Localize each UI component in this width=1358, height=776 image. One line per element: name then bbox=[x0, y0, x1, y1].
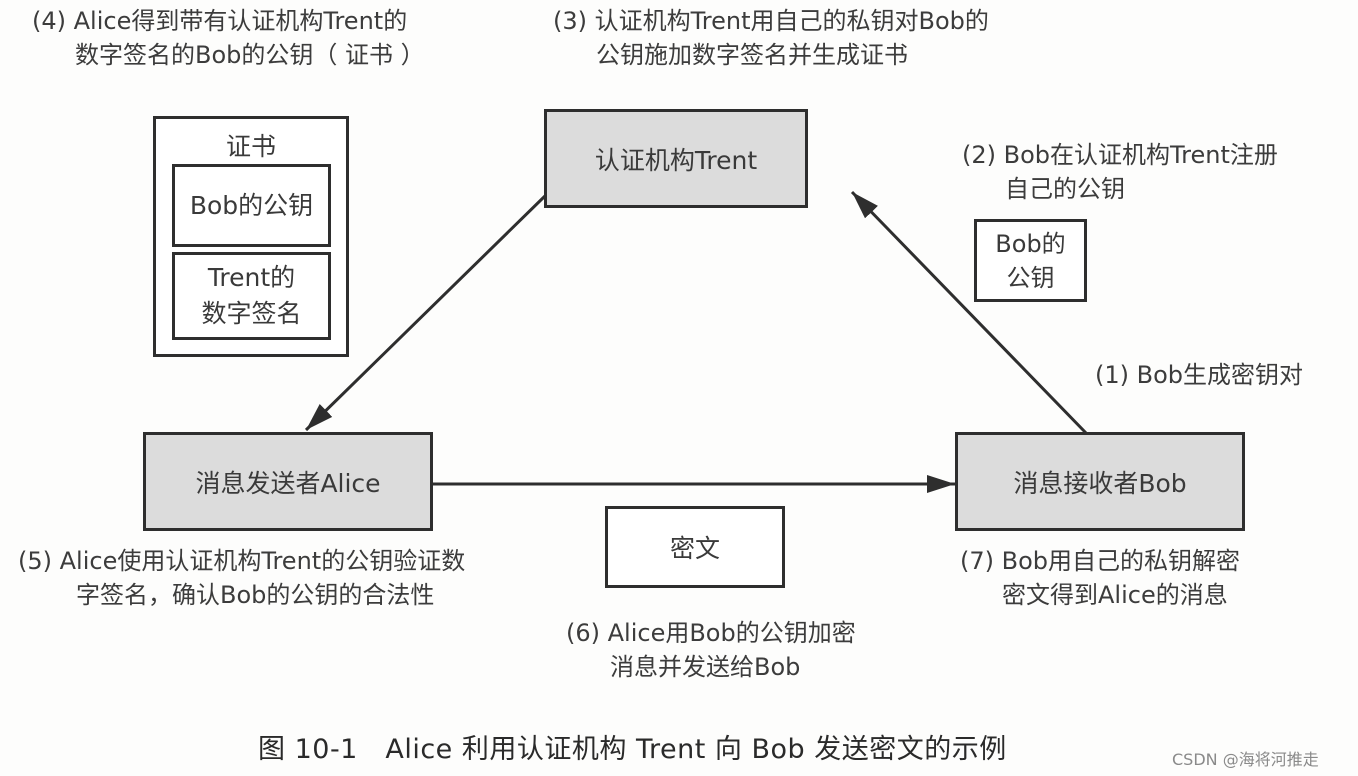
step-1-label: (1) Bob生成密钥对 bbox=[1095, 358, 1303, 392]
step-5-line2: 字签名，确认Bob的公钥的合法性 bbox=[76, 581, 435, 609]
step-2-line2: 自己的公钥 bbox=[1005, 175, 1125, 203]
certificate-public-key: Bob的公钥 bbox=[172, 164, 331, 247]
certificate-signature-line2: 数字签名 bbox=[201, 299, 302, 328]
ciphertext-box: 密文 bbox=[605, 506, 785, 588]
node-bob: 消息接收者Bob bbox=[955, 432, 1245, 531]
step-5-line1: (5) Alice使用认证机构Trent的公钥验证数 bbox=[18, 547, 466, 575]
bob-public-key-line2: 公钥 bbox=[1006, 263, 1055, 292]
bob-public-key-box: Bob的 公钥 bbox=[974, 219, 1087, 302]
arrow-trent-to-alice bbox=[304, 193, 548, 432]
step-4-label: (4) Alice得到带有认证机构Trent的 数字签名的Bob的公钥（ 证书 … bbox=[32, 4, 425, 72]
step-2-label: (2) Bob在认证机构Trent注册 自己的公钥 bbox=[962, 138, 1278, 206]
step-6-line2: 消息并发送给Bob bbox=[610, 653, 801, 681]
certificate-title: 证书 bbox=[225, 132, 276, 161]
certificate-signature-line1: Trent的 bbox=[207, 263, 296, 292]
arrow-bob-to-trent bbox=[850, 190, 1088, 435]
watermark: CSDN @海将河推走 bbox=[1172, 750, 1319, 769]
step-3-line1: (3) 认证机构Trent用自己的私钥对Bob的 bbox=[553, 7, 989, 35]
ciphertext-label: 密文 bbox=[669, 534, 720, 563]
node-alice: 消息发送者Alice bbox=[143, 432, 433, 531]
step-7-label: (7) Bob用自己的私钥解密 密文得到Alice的消息 bbox=[960, 544, 1240, 612]
step-7-line1: (7) Bob用自己的私钥解密 bbox=[960, 547, 1241, 575]
figure-caption: 图 10-1 Alice 利用认证机构 Trent 向 Bob 发送密文的示例 bbox=[258, 734, 1007, 765]
step-2-line1: (2) Bob在认证机构Trent注册 bbox=[962, 141, 1278, 169]
step-3-line2: 公钥施加数字签名并生成证书 bbox=[596, 41, 908, 69]
node-trent: 认证机构Trent bbox=[544, 109, 808, 208]
step-6-line1: (6) Alice用Bob的公钥加密 bbox=[566, 619, 856, 647]
node-bob-label: 消息接收者Bob bbox=[1013, 468, 1187, 498]
certificate-public-key-label: Bob的公钥 bbox=[189, 190, 314, 220]
step-7-line2: 密文得到Alice的消息 bbox=[1002, 581, 1228, 609]
node-trent-label: 认证机构Trent bbox=[594, 145, 758, 175]
certificate-box: 证书 Bob的公钥 Trent的 数字签名 bbox=[153, 116, 349, 357]
step-3-label: (3) 认证机构Trent用自己的私钥对Bob的 公钥施加数字签名并生成证书 bbox=[553, 4, 989, 72]
step-5-label: (5) Alice使用认证机构Trent的公钥验证数 字签名，确认Bob的公钥的… bbox=[18, 544, 465, 612]
bob-public-key-line1: Bob的 bbox=[995, 229, 1066, 258]
step-1-text: (1) Bob生成密钥对 bbox=[1095, 361, 1304, 389]
node-alice-label: 消息发送者Alice bbox=[195, 468, 381, 498]
step-4-line1: (4) Alice得到带有认证机构Trent的 bbox=[32, 7, 408, 35]
certificate-signature: Trent的 数字签名 bbox=[172, 252, 331, 340]
step-6-label: (6) Alice用Bob的公钥加密 消息并发送给Bob bbox=[566, 616, 856, 684]
step-4-line2: 数字签名的Bob的公钥（ 证书 ） bbox=[75, 41, 425, 69]
